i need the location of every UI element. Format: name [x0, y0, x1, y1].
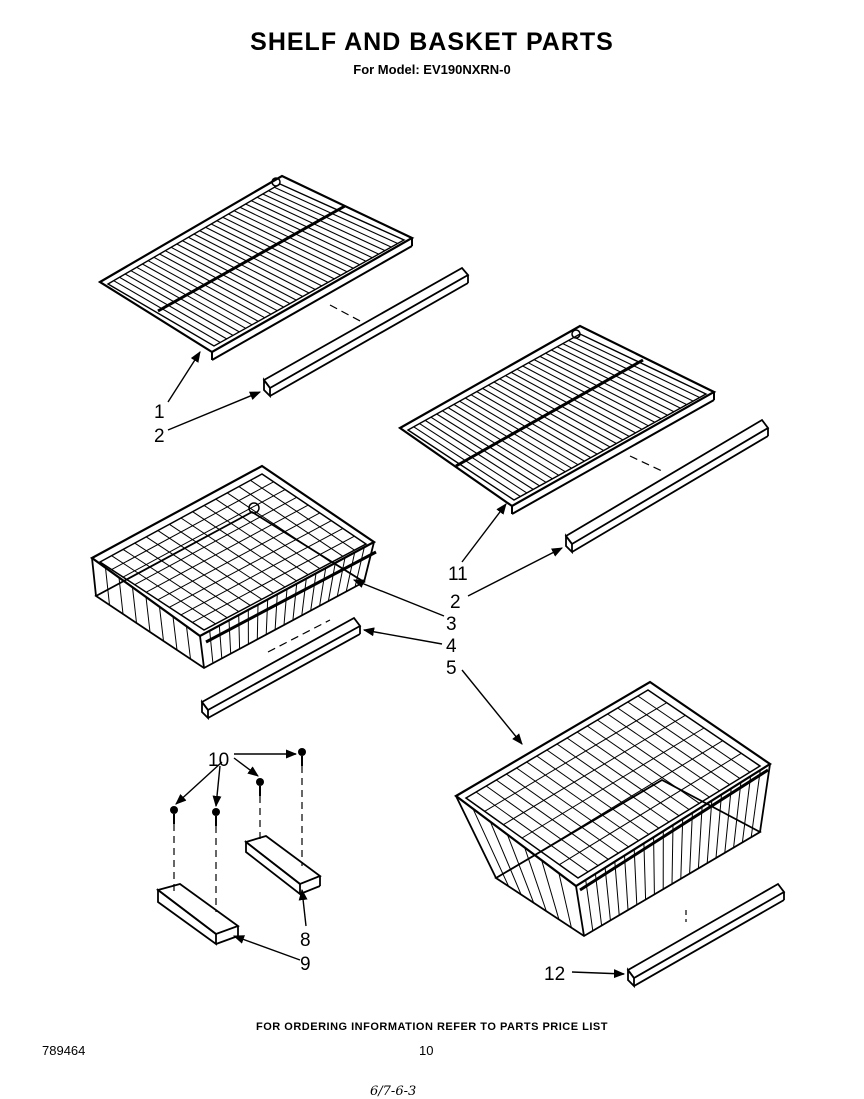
callout-2-upper: 2	[154, 426, 165, 447]
wire-shelf-right	[397, 324, 717, 515]
leader-lines	[167, 351, 626, 979]
ordering-note: FOR ORDERING INFORMATION REFER TO PARTS …	[256, 1021, 608, 1033]
document-number: 789464	[42, 1043, 86, 1058]
callout-2-right: 2	[450, 592, 461, 613]
model-subtitle: For Model: EV190NXRN-0	[353, 62, 511, 77]
screw-icon	[256, 778, 264, 842]
bracket-part-9	[156, 883, 240, 946]
callout-4: 4	[446, 636, 457, 657]
screw-set	[170, 748, 306, 912]
callout-11: 11	[448, 564, 468, 585]
page-number: 10	[419, 1043, 434, 1058]
wire-basket-large	[454, 680, 773, 938]
callout-3: 3	[446, 614, 457, 635]
screw-icon	[298, 748, 306, 866]
wire-shelf-upper-left	[97, 174, 415, 361]
screw-icon	[212, 808, 220, 912]
wire-basket-small	[89, 464, 377, 670]
page-title: SHELF AND BASKET PARTS	[250, 28, 614, 56]
callout-8: 8	[300, 930, 311, 951]
callout-5: 5	[446, 658, 457, 679]
date-code: 6/7-6-3	[370, 1084, 417, 1099]
bracket-part-8	[244, 835, 322, 896]
callout-12: 12	[544, 964, 565, 985]
basket-trim-large	[626, 882, 786, 989]
shelf-trim-right	[564, 418, 770, 555]
basket-trim-small	[200, 616, 362, 721]
callout-9: 9	[300, 954, 311, 975]
shelf-trim-upper-left	[262, 266, 470, 399]
callout-1: 1	[154, 402, 165, 423]
callout-10: 10	[208, 750, 229, 771]
screw-icon	[170, 806, 178, 892]
